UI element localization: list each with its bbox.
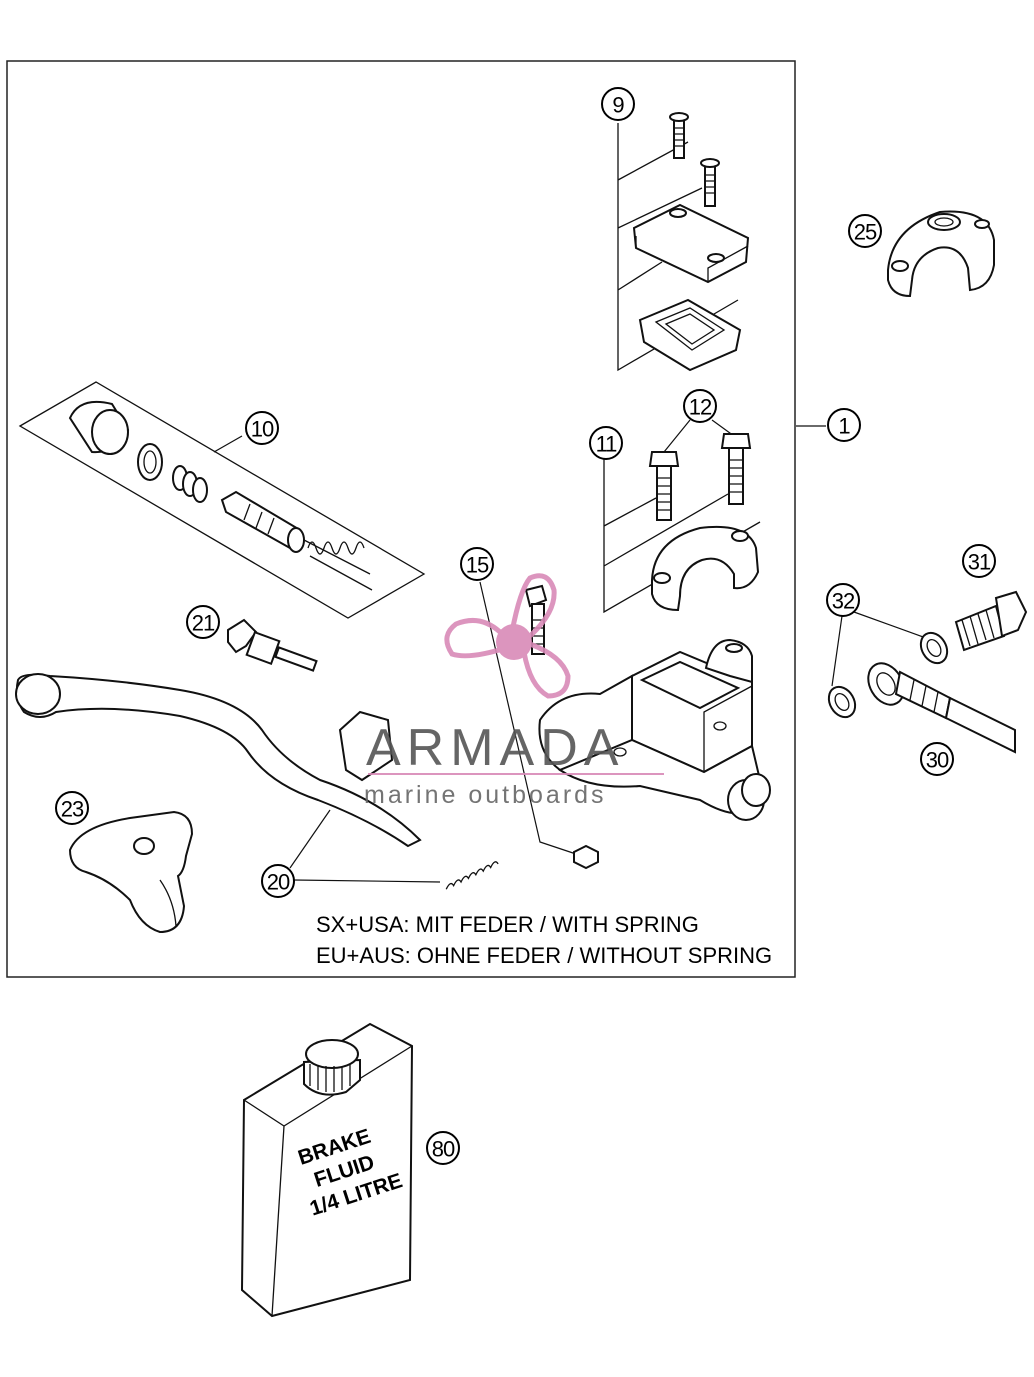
- svg-text:31: 31: [968, 550, 991, 575]
- svg-text:21: 21: [192, 611, 215, 636]
- callout-15[interactable]: 15: [460, 547, 494, 581]
- callout-32[interactable]: 32: [826, 583, 860, 617]
- callout-20[interactable]: 20: [261, 864, 295, 898]
- part-11-12-clamp-bolts: [603, 419, 761, 614]
- svg-text:1: 1: [838, 414, 850, 439]
- svg-text:30: 30: [926, 748, 949, 773]
- callout-9[interactable]: 9: [601, 87, 635, 121]
- watermark-logo: ARMADA marine outboards: [364, 573, 664, 809]
- watermark-subtitle: marine outboards: [364, 781, 607, 809]
- svg-text:32: 32: [832, 589, 855, 614]
- callout-10[interactable]: 10: [245, 411, 279, 445]
- note-without-spring: EU+AUS: OHNE FEDER / WITHOUT SPRING: [316, 943, 772, 968]
- svg-text:9: 9: [612, 93, 624, 118]
- callout-11[interactable]: 11: [589, 426, 623, 460]
- svg-text:80: 80: [432, 1137, 455, 1162]
- svg-text:11: 11: [596, 432, 618, 457]
- callout-31[interactable]: 31: [962, 544, 996, 578]
- part-80-brake-fluid-bottle: [240, 1022, 414, 1318]
- callout-30[interactable]: 30: [920, 742, 954, 776]
- svg-text:23: 23: [61, 797, 84, 822]
- propeller-icon: [444, 573, 571, 699]
- callout-23[interactable]: 23: [55, 791, 89, 825]
- callout-25[interactable]: 25: [848, 214, 882, 248]
- watermark-title: ARMADA: [366, 719, 624, 777]
- part-25-handlebar-clamp: [887, 210, 995, 298]
- assembly-frame: [6, 60, 796, 978]
- svg-text:25: 25: [854, 220, 877, 245]
- part-30-32-hose-banjo: [827, 590, 1028, 754]
- part-23-lever-guard: [68, 810, 194, 934]
- callout-80[interactable]: 80: [426, 1131, 460, 1165]
- part-10-piston-kit: [18, 381, 426, 619]
- callout-12[interactable]: 12: [683, 389, 717, 423]
- part-9-cover-group: [617, 112, 750, 372]
- part-1-master-cylinder-body: [538, 425, 826, 821]
- svg-text:12: 12: [689, 395, 712, 420]
- svg-text:10: 10: [251, 417, 274, 442]
- note-with-spring: SX+USA: MIT FEDER / WITH SPRING: [316, 912, 699, 937]
- callout-1[interactable]: 1: [827, 408, 861, 442]
- part-21-adjuster: [227, 618, 318, 672]
- svg-text:15: 15: [466, 553, 489, 578]
- callout-21[interactable]: 21: [186, 605, 220, 639]
- svg-text:20: 20: [267, 870, 290, 895]
- part-20-brake-lever: [15, 673, 499, 890]
